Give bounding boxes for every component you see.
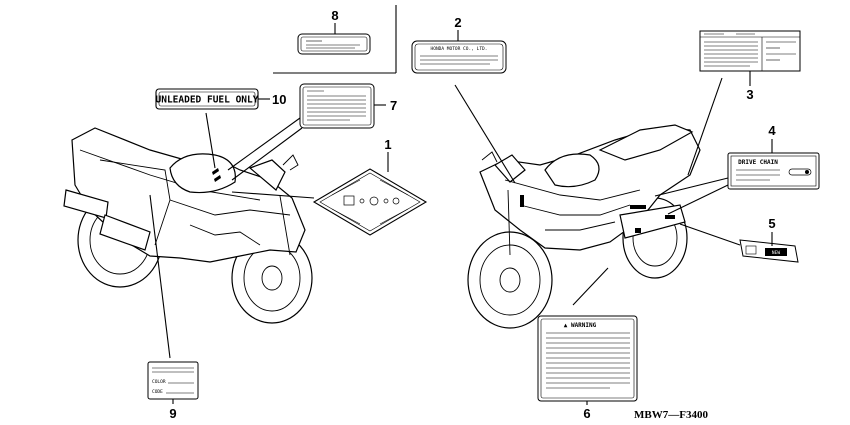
label-4: DRIVE CHAIN 4 bbox=[654, 123, 820, 215]
label-1: 1 bbox=[231, 137, 428, 236]
label-8: 8 bbox=[297, 8, 371, 55]
color-text: COLOR bbox=[152, 379, 166, 385]
callout-4: 4 bbox=[768, 123, 776, 138]
label-5: NEW 5 bbox=[679, 216, 799, 263]
callout-8: 8 bbox=[331, 8, 338, 23]
callout-9: 9 bbox=[169, 406, 176, 421]
svg-text:NEW: NEW bbox=[772, 250, 780, 256]
callout-1: 1 bbox=[384, 137, 391, 152]
diagram-code: MBW7—F3400 bbox=[634, 409, 708, 421]
label-9: COLOR CODE 9 bbox=[147, 194, 199, 421]
callout-6: 6 bbox=[583, 406, 590, 421]
divider-lines bbox=[273, 5, 397, 74]
callout-3: 3 bbox=[746, 87, 753, 102]
label-10: UNLEADED FUEL ONLY 10 bbox=[155, 88, 286, 169]
honda-motor-text: HONDA MOTOR CO., LTD. bbox=[431, 46, 488, 52]
right-motorcycle bbox=[467, 124, 701, 329]
label-2: HONDA MOTOR CO., LTD. 2 bbox=[411, 15, 516, 184]
callout-10: 10 bbox=[272, 92, 286, 107]
callout-5: 5 bbox=[768, 216, 775, 231]
label-3: 3 bbox=[687, 30, 801, 176]
callout-7: 7 bbox=[390, 98, 397, 113]
drive-chain-text: DRIVE CHAIN bbox=[738, 159, 778, 166]
label-7: 7 bbox=[227, 83, 397, 181]
left-motorcycle bbox=[63, 127, 313, 324]
warning-text: ▲ WARNING bbox=[564, 322, 597, 329]
code-text: CODE bbox=[152, 389, 163, 395]
label-6: ▲ WARNING 6 bbox=[537, 267, 638, 421]
callout-2: 2 bbox=[454, 15, 461, 30]
unleaded-fuel-text: UNLEADED FUEL ONLY bbox=[156, 95, 259, 106]
